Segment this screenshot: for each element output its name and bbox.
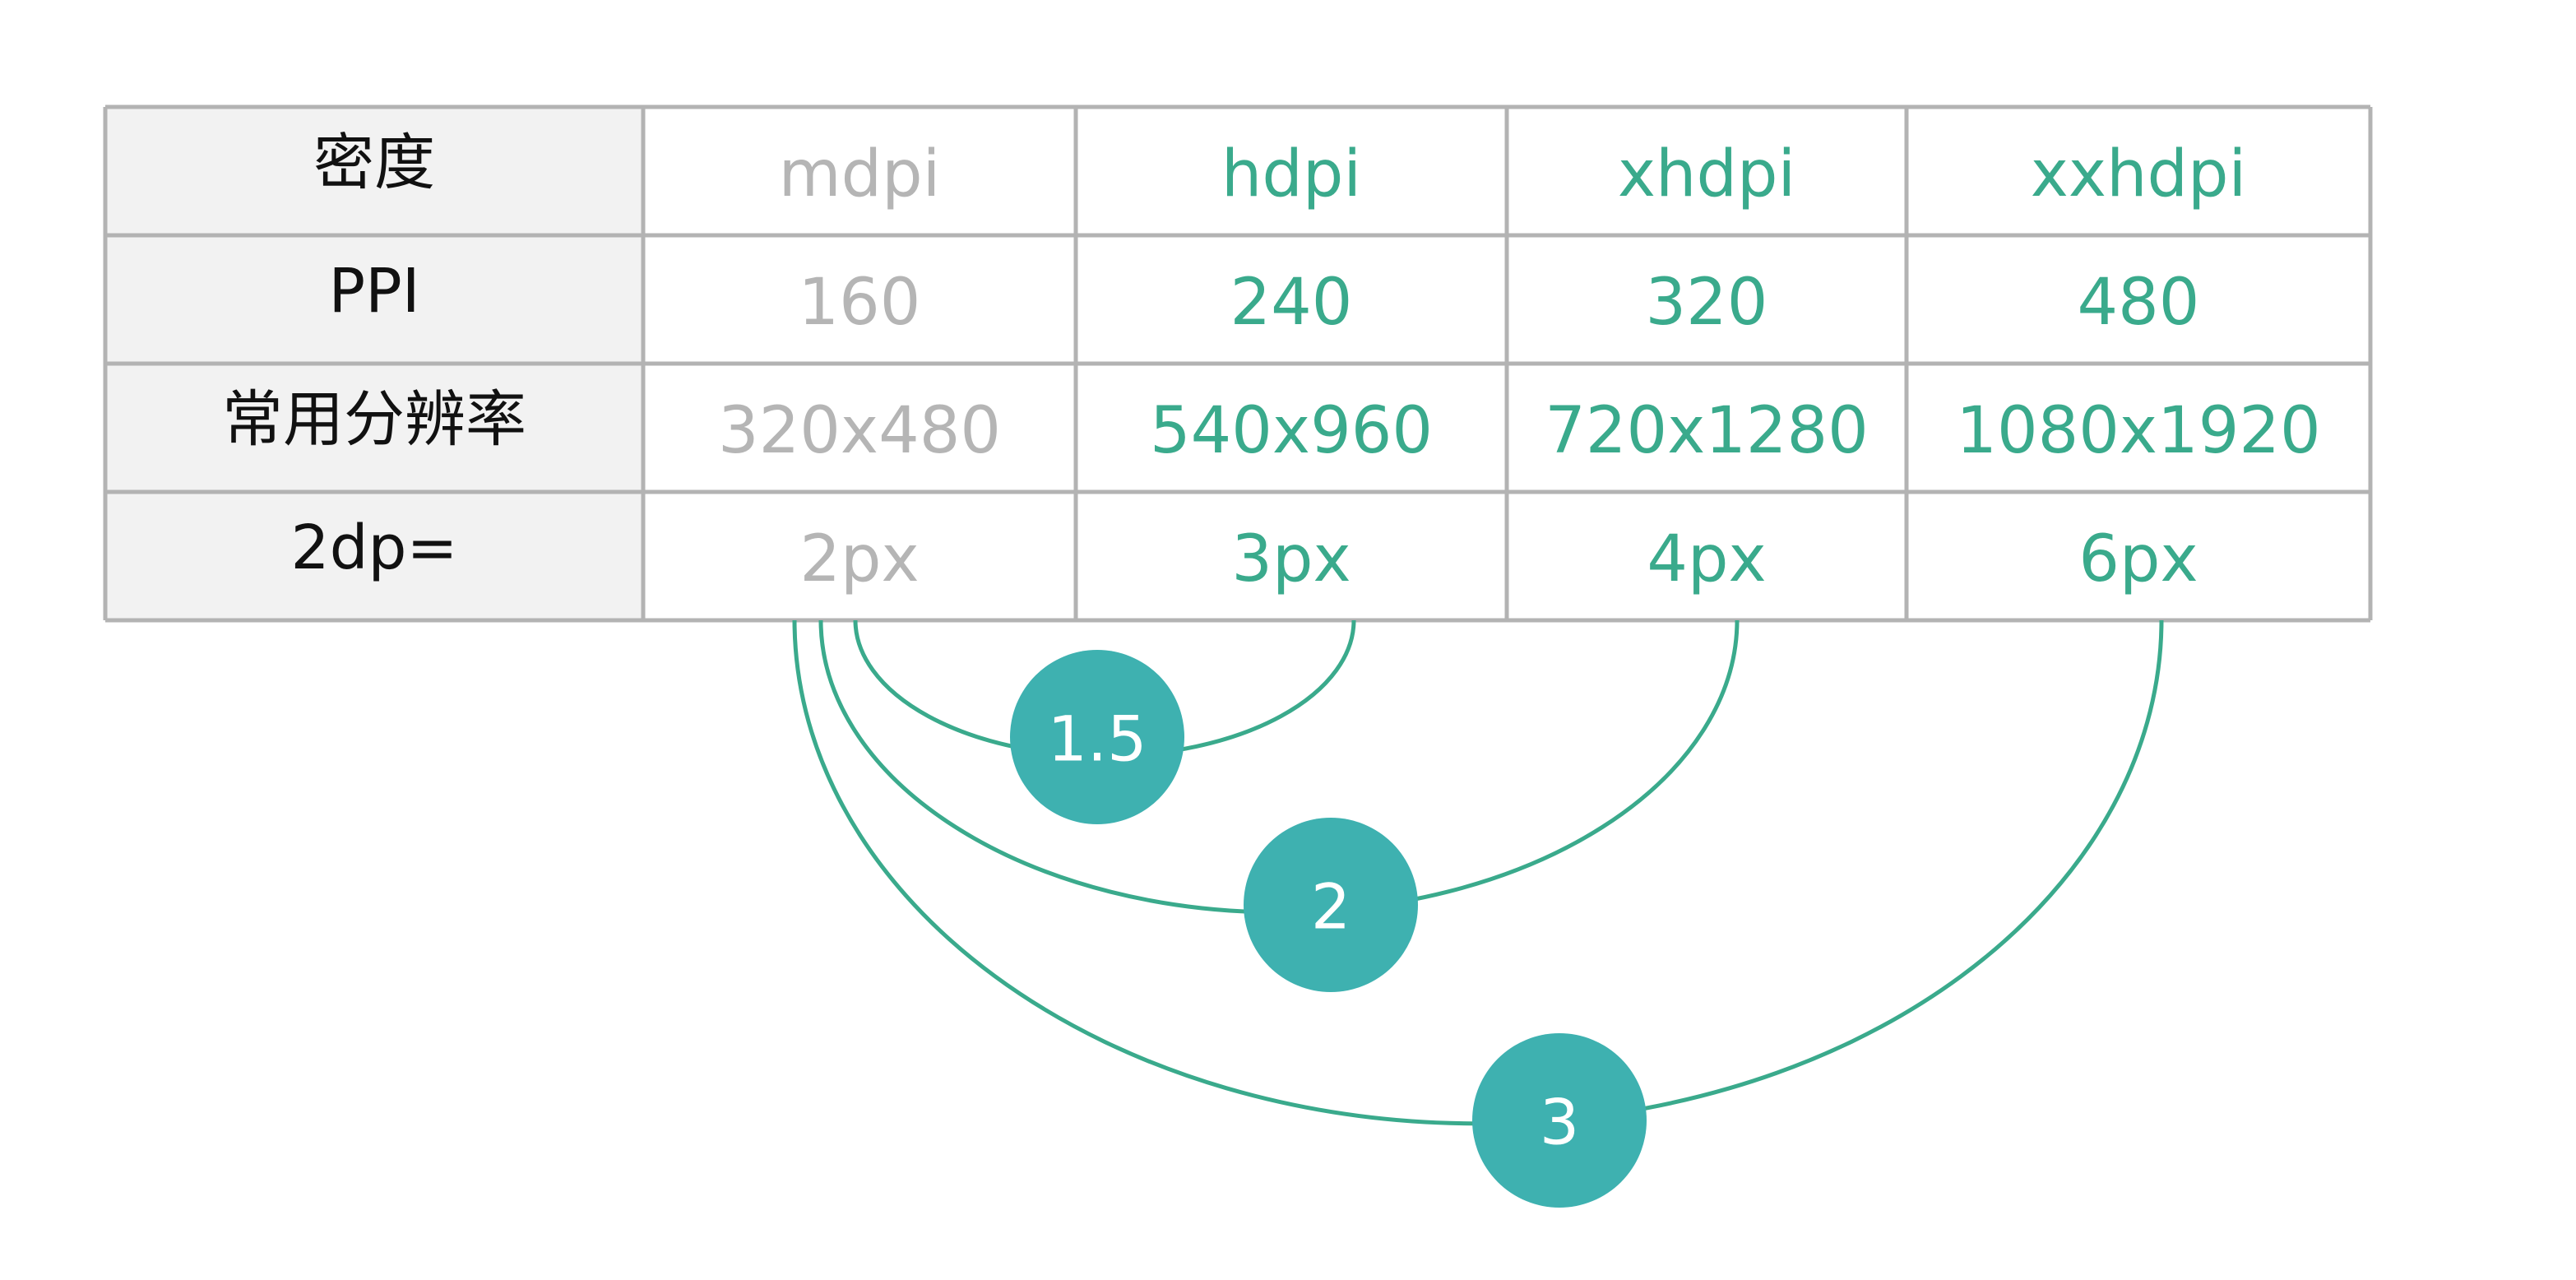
ratio-arc-3: [792, 619, 2164, 1126]
cell-value-xhdpi: 4px: [1647, 522, 1766, 596]
row-label-cell: [105, 235, 643, 364]
cell-value-xhdpi: 720x1280: [1545, 394, 1869, 468]
row-label-cell: [105, 107, 643, 235]
row-label: 2dp=: [290, 512, 457, 583]
cell-value-xxhdpi: 1080x1920: [1956, 394, 2320, 468]
cell-value-hdpi: hdpi: [1221, 137, 1361, 211]
row-label-cell: [105, 364, 643, 492]
row-label-cell: [105, 492, 643, 620]
cell-value-mdpi: 2px: [799, 522, 919, 596]
cell-value-xxhdpi: xxhdpi: [2031, 137, 2246, 211]
cell-value-hdpi: 240: [1230, 266, 1353, 340]
cell-value-xhdpi: 320: [1646, 266, 1768, 340]
ratio-badge-label: 2: [1311, 870, 1351, 944]
ratio-badge: [1010, 650, 1184, 824]
ratio-badge-label: 1.5: [1048, 703, 1147, 776]
ratio-badge: [1472, 1033, 1647, 1208]
cell-value-xhdpi: xhdpi: [1618, 137, 1795, 211]
ratio-arcs: [792, 619, 2164, 1126]
cell-value-hdpi: 3px: [1231, 522, 1351, 596]
ratio-badge-label: 3: [1540, 1086, 1579, 1159]
cell-value-xxhdpi: 480: [2078, 266, 2200, 340]
cell-value-xxhdpi: 6px: [2078, 522, 2198, 596]
cell-value-mdpi: 320x480: [718, 394, 1001, 468]
cell-value-hdpi: 540x960: [1150, 394, 1433, 468]
cell-value-mdpi: 160: [799, 266, 921, 340]
ratio-badges: 1.5 2 3: [1010, 650, 1647, 1208]
cell-value-mdpi: mdpi: [779, 137, 941, 211]
ratio-badge: [1244, 818, 1418, 992]
row-label: 常用分辨率: [222, 384, 526, 455]
row-label: 密度: [313, 128, 435, 198]
row-label: PPI: [328, 256, 419, 327]
